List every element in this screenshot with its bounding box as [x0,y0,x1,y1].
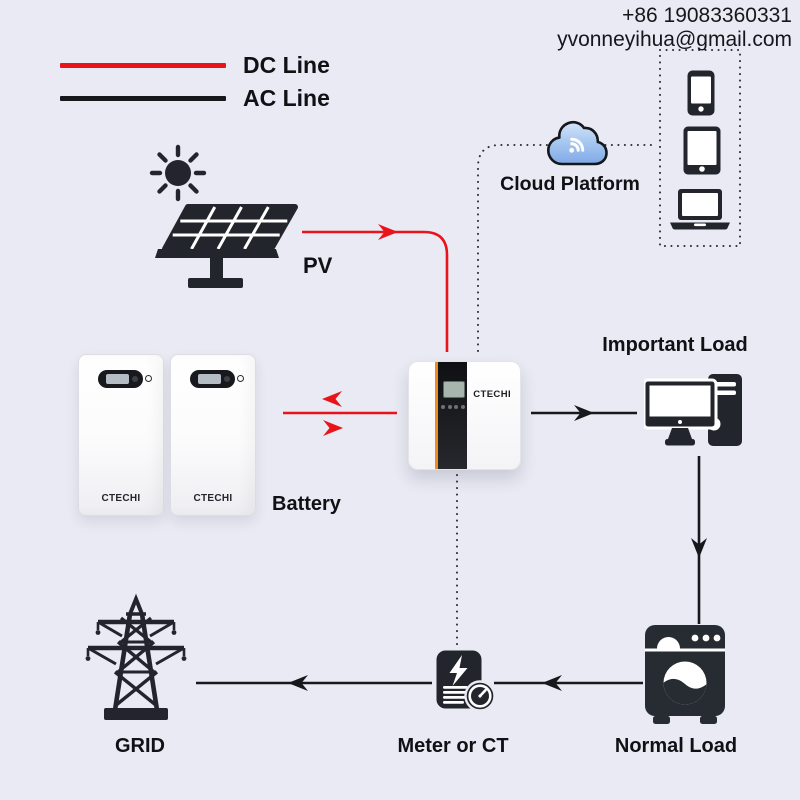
devices-dashed-box [659,49,741,247]
battery-label: Battery [272,493,341,515]
comm-line-inverter-to-cloud [477,144,657,352]
arrow-right-icon [378,224,398,240]
arrow-left-icon [288,675,308,691]
washing-machine-icon [645,625,725,724]
battery-display [190,370,235,388]
dc-line-swatch [60,63,226,68]
ac-line-swatch [60,96,226,101]
meter-label: Meter or CT [397,735,509,757]
wifi-icon [569,137,585,153]
contact-info: +86 19083360331 yvonneyihua@gmail.com [557,4,792,53]
battery-led [237,375,244,382]
arrow-right-icon [574,405,594,421]
arrow-right-icon [323,420,343,436]
pv-label: PV [303,253,333,278]
legend-dc: DC Line [60,52,330,79]
normal-load-label: Normal Load [614,735,738,757]
arrow-left-icon [322,391,342,407]
arrow-left-icon [542,675,562,691]
battery-brand-logo: CTECHI [101,493,141,504]
inverter-lcd-screen [443,381,465,398]
battery-unit-2: CTECHI [170,354,256,516]
transmission-tower-icon [85,593,187,720]
sun-icon [149,144,207,202]
laptop-icon [670,189,730,230]
inverter-buttons [440,405,466,409]
important-load-label: Important Load [602,334,748,356]
meter-icon [436,650,496,712]
battery-display [98,370,143,388]
inverter: CTECHI [408,361,521,470]
legend-ac: AC Line [60,85,330,112]
dc-line-pv-to-inverter [302,230,449,352]
solar-panel-icon [149,144,298,288]
inverter-brand-logo: CTECHI [473,389,511,400]
contact-email: yvonneyihua@gmail.com [557,28,792,52]
desktop-computer-icon [644,374,742,446]
battery-led [145,375,152,382]
smartphone-icon [687,70,715,116]
battery-brand-logo: CTECHI [193,493,233,504]
tablet-icon [683,126,721,175]
cloud-platform-label: Cloud Platform [500,173,640,195]
battery-unit-1: CTECHI [78,354,164,516]
cloud-icon [547,120,608,166]
dc-line-label: DC Line [243,52,330,78]
arrow-down-icon [691,538,707,558]
grid-label: GRID [115,735,165,757]
inverter-control-strip [435,362,467,469]
ac-line-label: AC Line [243,85,330,111]
contact-phone: +86 19083360331 [622,4,792,27]
